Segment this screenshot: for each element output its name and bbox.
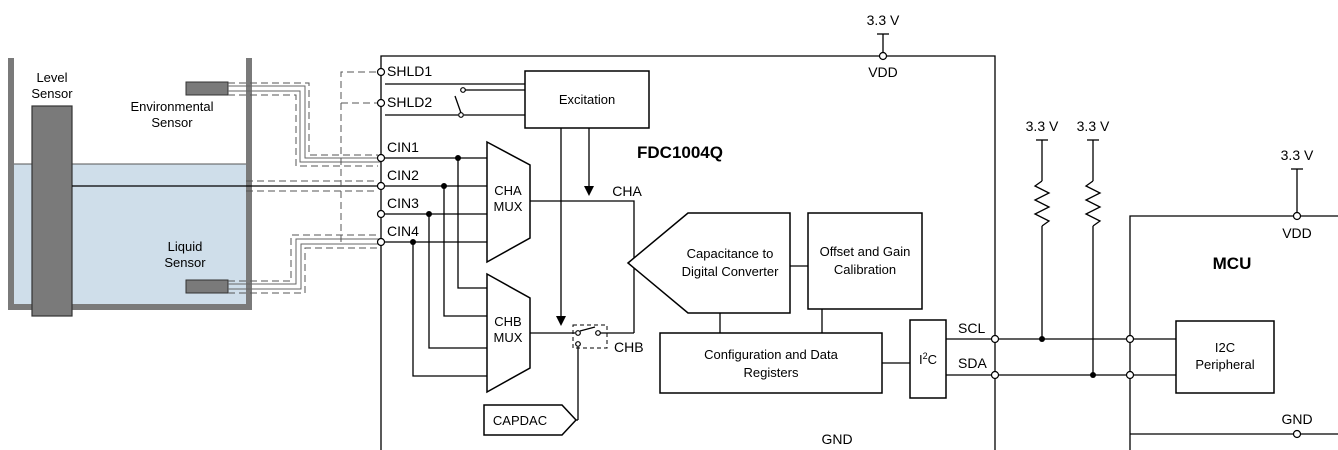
chb-mux	[486, 272, 531, 394]
environmental-sensor-label-2: Sensor	[151, 115, 193, 130]
pullup-right-resistor	[1084, 180, 1102, 227]
pin-cin4	[376, 237, 386, 247]
pin-label-cin1: CIN1	[387, 139, 419, 155]
pullup-left-supply: 3.3 V	[1026, 118, 1059, 134]
cdc-label-1: Capacitance to	[687, 246, 774, 261]
level-sensor-label-1: Level	[36, 70, 67, 85]
pullup-left-resistor	[1033, 180, 1051, 227]
liquid-sensor-label-1: Liquid	[168, 239, 203, 254]
pin-label-shld1: SHLD1	[387, 63, 432, 79]
i2c-peripheral-block	[1175, 320, 1275, 394]
mcu-vdd-label: VDD	[1282, 225, 1312, 241]
fdc1004q-chip: FDC1004Q 3.3 V VDD GND SHLD1 SHLD2 CIN1 …	[376, 12, 996, 450]
calibration-block	[807, 212, 923, 310]
chip-vdd-label: VDD	[868, 64, 898, 80]
i2c-peripheral-label-2: Peripheral	[1195, 357, 1254, 372]
liquid-sensor-electrode	[185, 279, 229, 294]
i2c-block	[909, 319, 947, 399]
excitation-label: Excitation	[559, 92, 615, 107]
cdc-label-2: Digital Converter	[682, 264, 779, 279]
level-sensor-electrode	[31, 105, 73, 317]
chb-label: CHB	[614, 339, 644, 355]
pin-cin3	[376, 209, 386, 219]
i2c-peripheral-label-1: I2C	[1215, 340, 1235, 355]
registers-label-1: Configuration and Data	[704, 347, 838, 362]
cha-mux	[486, 140, 531, 264]
chip-gnd-label: GND	[821, 431, 852, 447]
excitation-block	[524, 70, 650, 129]
chb-switch	[572, 324, 608, 349]
pin-cin2	[376, 181, 386, 191]
shielded-cables	[72, 71, 381, 294]
i2c-bus: 3.3 V 3.3 V	[990, 118, 1126, 380]
scl-label: SCL	[958, 320, 985, 336]
pin-label-shld2: SHLD2	[387, 94, 432, 110]
liquid-sensor-label-2: Sensor	[164, 255, 206, 270]
chip-outline	[380, 55, 996, 450]
level-sensor-label-2: Sensor	[31, 86, 73, 101]
chip-supply-label: 3.3 V	[867, 12, 900, 28]
i2c-label: I2C	[919, 351, 937, 367]
mcu-supply-label: 3.3 V	[1281, 147, 1314, 163]
capdac-label: CAPDAC	[493, 413, 547, 428]
pin-label-cin2: CIN2	[387, 167, 419, 183]
mcu-gnd-label: GND	[1281, 411, 1312, 427]
environmental-sensor-electrode	[185, 81, 229, 96]
pin-label-cin3: CIN3	[387, 195, 419, 211]
mcu: MCU 3.3 V VDD GND I2C Peripheral	[1125, 147, 1338, 450]
pin-cin1	[376, 153, 386, 163]
pin-label-cin4: CIN4	[387, 223, 419, 239]
mcu-name: MCU	[1213, 254, 1252, 273]
pin-shld2	[376, 98, 386, 108]
registers-label-2: Registers	[744, 365, 799, 380]
cdc-block	[626, 212, 791, 314]
capdac-block	[483, 404, 578, 436]
cha-mux-label-2: MUX	[494, 199, 523, 214]
cha-label: CHA	[612, 183, 642, 199]
cha-mux-label-1: CHA	[494, 183, 522, 198]
sda-label: SDA	[958, 355, 987, 371]
tank: Level Sensor Environmental Sensor Liquid…	[8, 58, 252, 317]
calibration-label-2: Calibration	[834, 262, 896, 277]
calibration-label-1: Offset and Gain	[820, 244, 911, 259]
chb-mux-label-2: MUX	[494, 330, 523, 345]
pullup-right-supply: 3.3 V	[1077, 118, 1110, 134]
registers-block	[659, 332, 883, 394]
environmental-sensor-label-1: Environmental	[130, 99, 213, 114]
chip-name: FDC1004Q	[637, 143, 723, 162]
pin-shld1	[376, 67, 386, 77]
chb-mux-label-1: CHB	[494, 314, 521, 329]
